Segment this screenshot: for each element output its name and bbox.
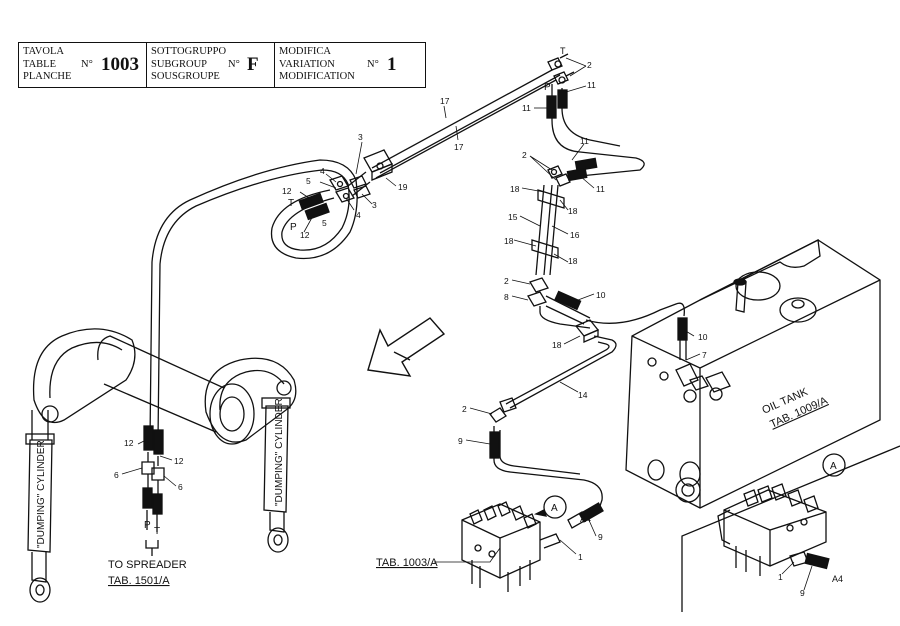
to-spreader-ref: TAB. 1501/A (108, 575, 170, 587)
modification-label-it: MODIFICA (279, 46, 331, 57)
callout: 10 (596, 290, 606, 300)
callout: 3 (358, 132, 363, 142)
callout: 4 (320, 166, 325, 176)
detail-markers (534, 453, 846, 519)
callout: 8 (504, 292, 509, 302)
hose-9-main (489, 397, 604, 529)
callout: 18 (510, 184, 520, 194)
callout: 12 (300, 230, 310, 240)
table-label-it: TAVOLA (23, 46, 64, 57)
port-a4-main: A4 (580, 514, 591, 524)
callout: 11 (580, 136, 589, 146)
callout: 9 (800, 588, 805, 598)
callout: 9 (598, 532, 603, 542)
callout: 14 (578, 390, 588, 400)
callout: 1 (578, 552, 583, 562)
clamp-18-lower (574, 319, 600, 343)
top-fittings (547, 53, 575, 85)
port-a4-inset: A4 (832, 574, 843, 584)
subgroup-value: F (247, 54, 259, 75)
spreader-connections (141, 425, 165, 556)
control-valve-main (461, 501, 561, 592)
fittings-3-4-5 (329, 171, 371, 203)
callout: 2 (522, 150, 527, 160)
hoses-11-upper (546, 84, 645, 182)
table-no-symbol: N° (81, 59, 93, 70)
callout: 7 (702, 350, 707, 360)
lower-fittings (527, 277, 685, 329)
callout: 1 (778, 572, 783, 582)
callout: 11 (596, 184, 605, 194)
title-block-modification: MODIFICA VARIATION MODIFICATION N° 1 (275, 43, 425, 87)
left-cylinder-label: "DUMPING" CYLINDER (36, 440, 47, 548)
detail-marker-inset: A (830, 461, 837, 472)
callout: 15 (508, 212, 518, 222)
subgroup-label-it: SOTTOGRUPPO (151, 46, 227, 57)
subgroup-label-fr: SOUSGROUPE (151, 71, 220, 82)
callout: 11 (587, 80, 596, 90)
subgroup-no-symbol: N° (228, 59, 240, 70)
callout: 12 (174, 456, 184, 466)
callout: 5 (322, 218, 327, 228)
callout: 5 (306, 176, 311, 186)
pipe-14 (505, 335, 617, 409)
table-label-en: TABLE (23, 58, 56, 70)
callout: 18 (504, 236, 514, 246)
callout: 9 (458, 436, 463, 446)
right-cylinder-label: "DUMPING" CYLINDER (274, 398, 285, 506)
callout: 6 (114, 470, 119, 480)
manifold-block-19 (363, 149, 393, 181)
port-p-left: P (144, 520, 151, 531)
callout: 17 (440, 96, 450, 106)
title-block-table: TAVOLA TABLE PLANCHE N° 1003 (19, 43, 147, 87)
modification-value: 1 (387, 54, 397, 75)
modification-no-symbol: N° (367, 59, 379, 70)
callout: 12 (282, 186, 292, 196)
modification-label-fr: MODIFICATION (279, 71, 355, 82)
callout-numbers: 17 17 2 11 11 11 11 2 3 3 4 4 5 5 12 12 … (114, 60, 805, 598)
control-valve-inset (717, 483, 830, 576)
callout: 17 (454, 142, 464, 152)
pipes-15-16 (531, 184, 565, 276)
callout: 18 (568, 206, 578, 216)
callout: 18 (552, 340, 562, 350)
callout: 4 (356, 210, 361, 220)
direction-arrow (367, 317, 446, 377)
title-block-subgroup: SOTTOGRUPPO SUBGROUP SOUSGROUPE N° F (147, 43, 275, 87)
leader-lines (121, 57, 813, 591)
port-t-top: T (560, 46, 566, 56)
inset-border (681, 445, 900, 612)
oil-tank (625, 239, 881, 509)
detail-marker-main: A (551, 503, 558, 514)
callout: 12 (124, 438, 134, 448)
table-number: 1003 (101, 54, 139, 75)
table-label-fr: PLANCHE (23, 71, 72, 82)
subgroup-label-en: SUBGROUP (151, 58, 208, 70)
port-t-left: T (154, 526, 160, 537)
callout: 19 (398, 182, 408, 192)
callout: 18 (568, 256, 578, 266)
port-p-hose: P (290, 222, 297, 233)
callout: 16 (570, 230, 580, 240)
callout: 3 (372, 200, 377, 210)
modification-label-en: VARIATION (279, 58, 335, 70)
title-block: TAVOLA TABLE PLANCHE N° 1003 SOTTOGRUPPO… (18, 42, 426, 88)
callout: 11 (522, 103, 531, 113)
dumping-cylinders-assembly (25, 328, 297, 603)
port-t-hose: T (288, 198, 294, 209)
callout: 2 (504, 276, 509, 286)
to-spreader-label: TO SPREADER (108, 559, 187, 571)
callout: 2 (462, 404, 467, 414)
pipe-17-pair (371, 69, 561, 179)
valve-ref-label: TAB. 1003/A (376, 557, 438, 569)
callout: 6 (178, 482, 183, 492)
hose-loop (149, 159, 358, 441)
callout: 10 (698, 332, 708, 342)
port-p-top: P (544, 82, 551, 93)
callout: 2 (587, 60, 592, 70)
